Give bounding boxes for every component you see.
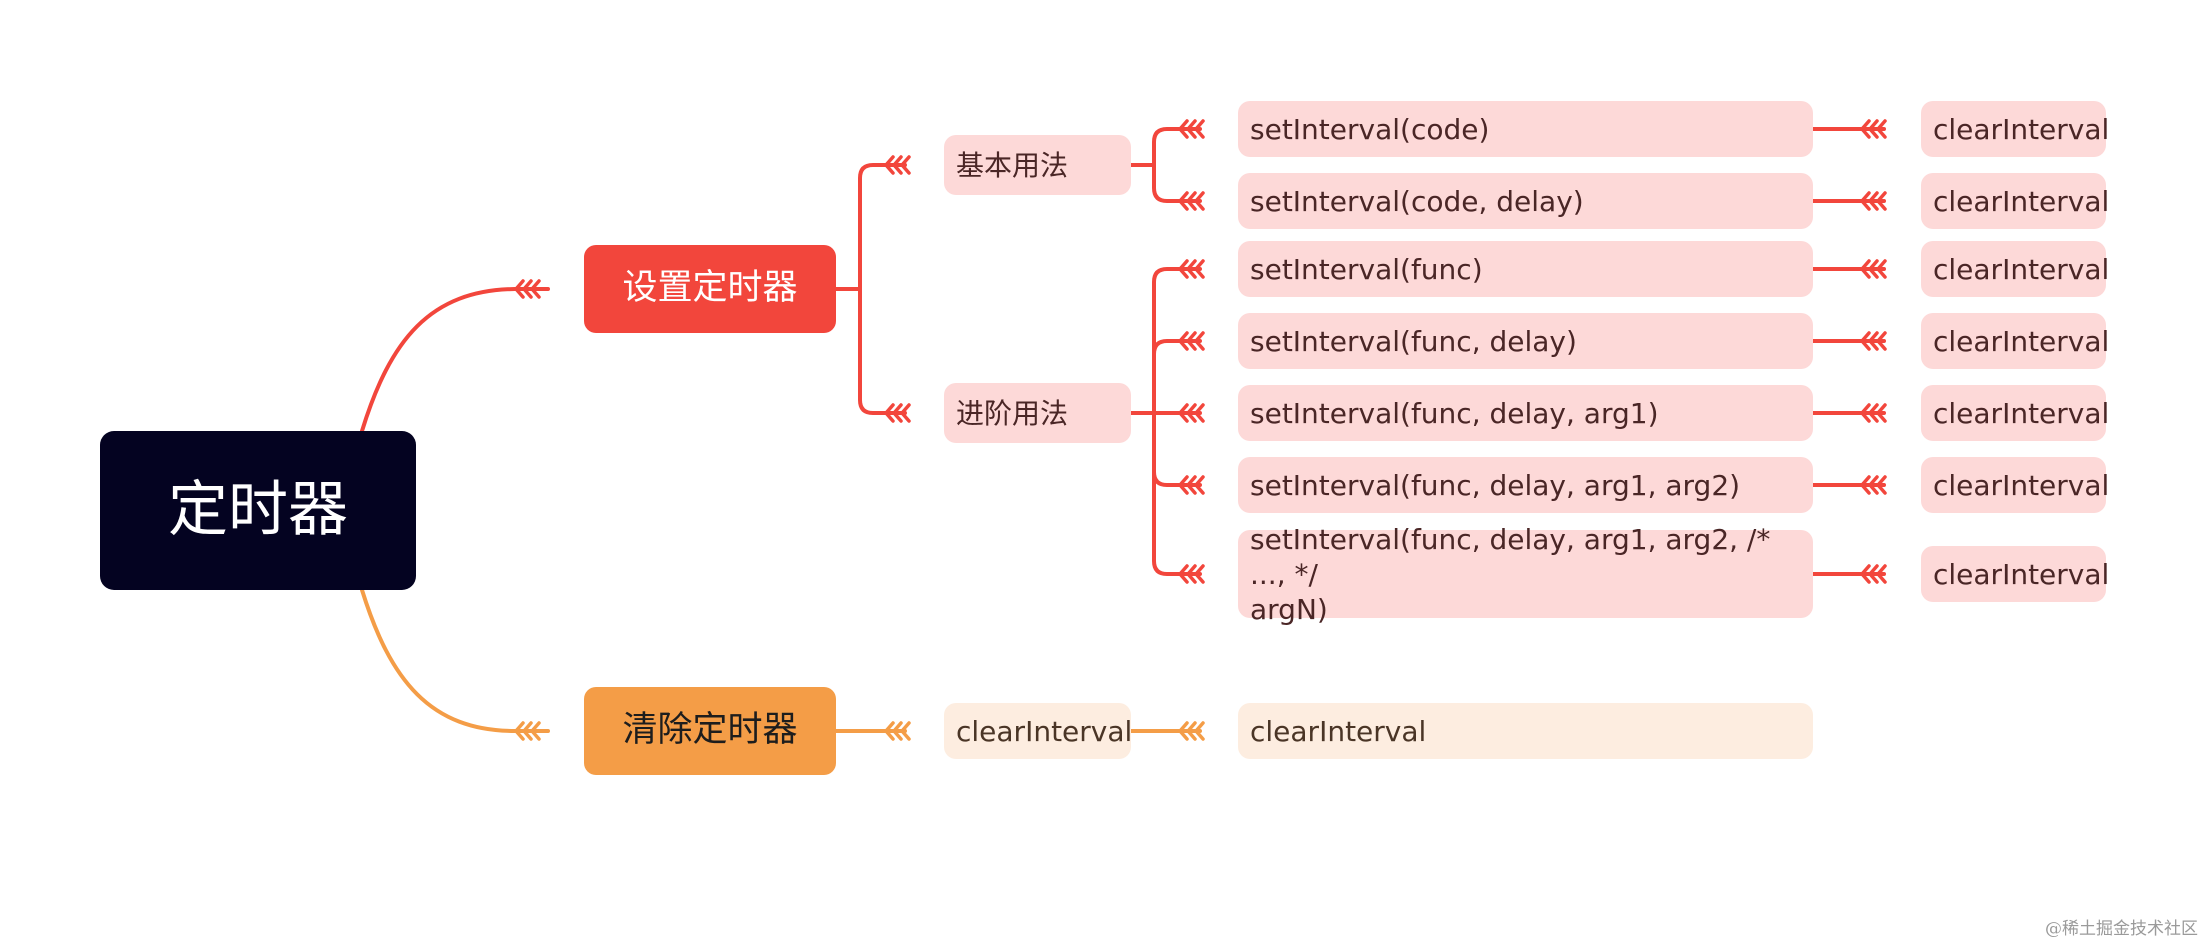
arrow-marker-icon: [1178, 331, 1205, 351]
connector-advanced-leaf-4: [1152, 411, 1202, 576]
leaf-setinterval-func-delay-arg1[interactable]: setInterval(func, delay, arg1): [1238, 385, 1813, 441]
arrow-marker-icon: [1178, 564, 1205, 584]
arrow-marker-icon: [1860, 475, 1887, 495]
arrow-marker-icon: [884, 403, 911, 423]
leaf-clearinterval-2[interactable]: clearInterval: [1921, 173, 2109, 229]
arrow-marker-icon: [1860, 403, 1887, 423]
arrow-marker-icon: [1178, 721, 1205, 741]
leaf-clearinterval-6[interactable]: clearInterval: [1921, 457, 2109, 513]
arrow-marker-icon: [1178, 475, 1205, 495]
leaf-setinterval-func-delay-arg1-arg2[interactable]: setInterval(func, delay, arg1, arg2): [1238, 457, 1813, 513]
leaf-clearinterval-5[interactable]: clearInterval: [1921, 385, 2109, 441]
leaf-clearinterval-4[interactable]: clearInterval: [1921, 313, 2109, 369]
leaf-setinterval-code-delay[interactable]: setInterval(code, delay): [1238, 173, 1813, 229]
sub-basic-usage[interactable]: 基本用法: [944, 135, 1131, 195]
arrow-marker-icon: [1178, 119, 1205, 139]
leaf-setinterval-code[interactable]: setInterval(code): [1238, 101, 1813, 157]
arrow-marker-icon: [884, 721, 911, 741]
leaf-clearinterval-orange[interactable]: clearInterval: [1238, 703, 1813, 759]
branch-clear-timer[interactable]: 清除定时器: [584, 687, 836, 775]
leaf-setinterval-func-delay[interactable]: setInterval(func, delay): [1238, 313, 1813, 369]
connector-advanced-leaf-1: [1152, 339, 1202, 415]
sub-advanced-usage[interactable]: 进阶用法: [944, 383, 1131, 443]
leaf-clearinterval-1[interactable]: clearInterval: [1921, 101, 2109, 157]
branch-set-timer[interactable]: 设置定时器: [584, 245, 836, 333]
leaf-clearinterval-3[interactable]: clearInterval: [1921, 241, 2109, 297]
arrow-marker-icon: [1860, 119, 1887, 139]
root-node[interactable]: 定时器: [100, 431, 416, 590]
sub-clearinterval[interactable]: clearInterval: [944, 703, 1132, 759]
leaf-setinterval-func-delay-argn[interactable]: setInterval(func, delay, arg1, arg2, /* …: [1238, 523, 1813, 626]
leaf-clearinterval-7[interactable]: clearInterval: [1921, 546, 2109, 602]
connector-set-advanced: [858, 287, 907, 415]
connector-advanced-leaf-3: [1152, 411, 1202, 487]
arrow-marker-icon: [514, 279, 541, 299]
arrow-marker-icon: [1178, 403, 1205, 423]
connector-basic-leaf-1: [1152, 163, 1202, 203]
connector-basic-leaf-0: [1152, 127, 1202, 167]
arrow-marker-icon: [1860, 331, 1887, 351]
arrow-marker-icon: [1178, 259, 1205, 279]
connector-root-clear: [360, 588, 550, 733]
arrow-marker-icon: [1860, 564, 1887, 584]
leaf-setinterval-func[interactable]: setInterval(func): [1238, 241, 1813, 297]
arrow-marker-icon: [1178, 191, 1205, 211]
arrow-marker-icon: [514, 721, 541, 741]
arrow-marker-icon: [1860, 259, 1887, 279]
arrow-marker-icon: [1860, 191, 1887, 211]
connector-advanced-leaf-0: [1152, 267, 1202, 415]
watermark: @稀土掘金技术社区: [2045, 919, 2198, 939]
connector-root-set: [360, 287, 550, 433]
connector-set-basic: [834, 163, 907, 291]
arrow-marker-icon: [884, 155, 911, 175]
